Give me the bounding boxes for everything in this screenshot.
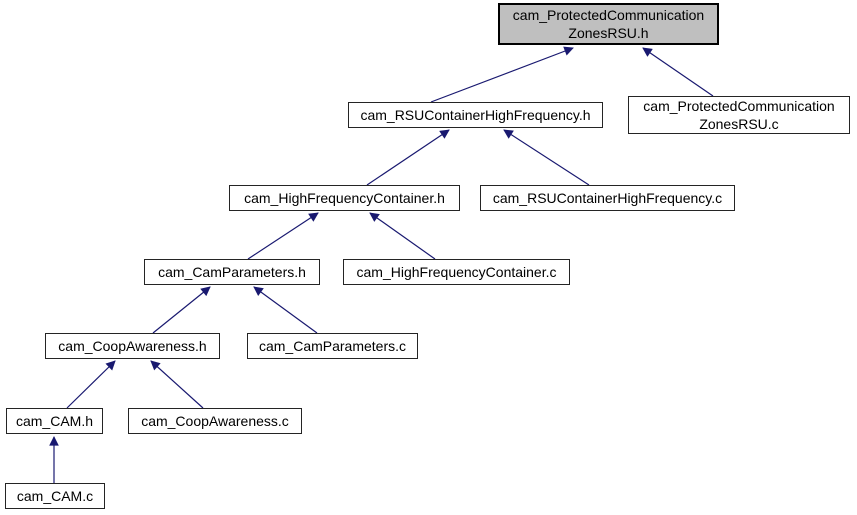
graph-node-label: cam_CamParameters.h: [158, 264, 306, 280]
graph-node-cam_HighFrequencyContainer_c[interactable]: cam_HighFrequencyContainer.c: [343, 259, 570, 285]
include-edge-cam_CoopAwareness_c-to-cam_CoopAwareness_h: [150, 360, 204, 409]
graph-node-label: cam_CAM.h: [15, 413, 94, 429]
graph-node-cam_CamParameters_c[interactable]: cam_CamParameters.c: [247, 333, 418, 359]
graph-node-cam_CamParameters_h[interactable]: cam_CamParameters.h: [144, 259, 320, 285]
graph-node-cam_CoopAwareness_h[interactable]: cam_CoopAwareness.h: [45, 333, 220, 359]
graph-node-cam_CAM_c[interactable]: cam_CAM.c: [5, 483, 105, 509]
graph-node-cam_CoopAwareness_c[interactable]: cam_CoopAwareness.c: [128, 408, 302, 434]
graph-node-label: ZonesRSU.c: [699, 116, 779, 132]
graph-node-cam_RSUContainerHighFrequency_c[interactable]: cam_RSUContainerHighFrequency.c: [480, 185, 735, 211]
graph-node-cam_CAM_h[interactable]: cam_CAM.h: [6, 408, 103, 434]
include-edge-cam_CoopAwareness_h-to-cam_CamParameters_h: [152, 286, 211, 334]
include-edge-cam_CamParameters_h-to-cam_HighFrequencyContainer_h: [247, 212, 319, 260]
graph-node-label: cam_RSUContainerHighFrequency.c: [492, 190, 723, 206]
graph-node-label: cam_CoopAwareness.h: [58, 338, 207, 354]
include-edge-cam_HighFrequencyContainer_h-to-cam_RSUContainerHighFrequency_h: [366, 129, 450, 186]
include-edge-cam_ProtectedCommunicationZonesRSU_c-to-cam_ProtectedCommunicationZonesRSU_h: [642, 47, 714, 97]
include-edge-cam_RSUContainerHighFrequency_c-to-cam_RSUContainerHighFrequency_h: [503, 129, 590, 186]
include-edge-cam_RSUContainerHighFrequency_h-to-cam_ProtectedCommunicationZonesRSU_h: [430, 46, 574, 103]
graph-node-cam_HighFrequencyContainer_h[interactable]: cam_HighFrequencyContainer.h: [229, 185, 460, 211]
graph-node-label: cam_CoopAwareness.c: [141, 413, 289, 429]
graph-node-label: cam_CAM.c: [16, 488, 94, 504]
include-edge-cam_CamParameters_c-to-cam_CamParameters_h: [253, 286, 318, 334]
graph-node-label: cam_CamParameters.c: [258, 338, 407, 354]
include-edge-cam_HighFrequencyContainer_c-to-cam_HighFrequencyContainer_h: [369, 212, 436, 260]
graph-node-label: cam_ProtectedCommunication: [643, 98, 835, 114]
include-edge-cam_CAM_h-to-cam_CoopAwareness_h: [66, 360, 116, 409]
graph-node-label: cam_ProtectedCommunication: [512, 7, 705, 23]
graph-node-cam_RSUContainerHighFrequency_h[interactable]: cam_RSUContainerHighFrequency.h: [348, 102, 603, 128]
graph-node-label: ZonesRSU.h: [568, 25, 649, 41]
graph-node-label: cam_RSUContainerHighFrequency.h: [360, 107, 591, 123]
graph-node-label: cam_HighFrequencyContainer.h: [244, 190, 445, 206]
graph-node-label: cam_HighFrequencyContainer.c: [356, 264, 557, 280]
